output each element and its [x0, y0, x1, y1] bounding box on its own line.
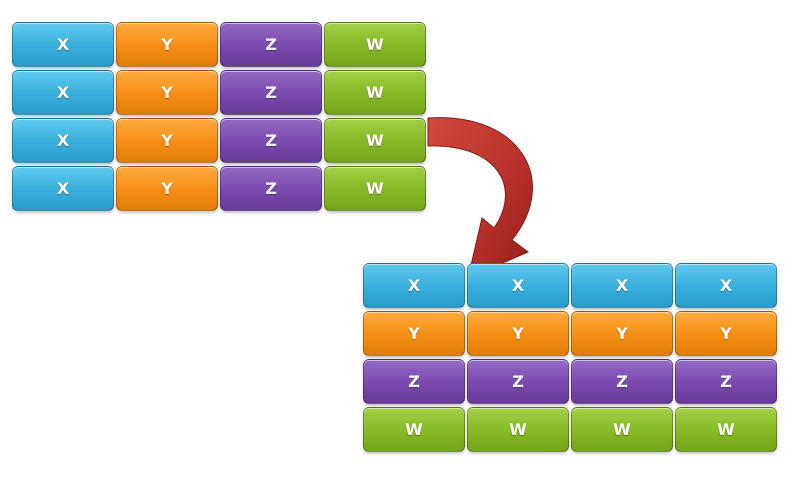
- cell-z: Z: [220, 118, 322, 163]
- cell-w: W: [324, 166, 426, 211]
- cell-y: Y: [116, 70, 218, 115]
- cell-w: W: [363, 407, 465, 452]
- cell-y: Y: [467, 311, 569, 356]
- cell-w: W: [467, 407, 569, 452]
- cell-w: W: [324, 22, 426, 67]
- cell-z: Z: [467, 359, 569, 404]
- cell-y: Y: [116, 22, 218, 67]
- cell-z: Z: [571, 359, 673, 404]
- cell-w: W: [571, 407, 673, 452]
- cell-x: X: [12, 118, 114, 163]
- cell-z: Z: [220, 166, 322, 211]
- cell-x: X: [12, 70, 114, 115]
- cell-y: Y: [116, 118, 218, 163]
- cell-z: Z: [363, 359, 465, 404]
- cell-x: X: [467, 263, 569, 308]
- cell-y: Y: [116, 166, 218, 211]
- cell-w: W: [324, 118, 426, 163]
- cell-y: Y: [571, 311, 673, 356]
- cell-z: Z: [675, 359, 777, 404]
- cell-x: X: [571, 263, 673, 308]
- cell-x: X: [12, 22, 114, 67]
- arrow-shape: [427, 117, 533, 279]
- cell-x: X: [12, 166, 114, 211]
- cell-x: X: [675, 263, 777, 308]
- cell-x: X: [363, 263, 465, 308]
- cell-y: Y: [675, 311, 777, 356]
- cell-y: Y: [363, 311, 465, 356]
- cell-z: Z: [220, 22, 322, 67]
- cell-w: W: [675, 407, 777, 452]
- cell-w: W: [324, 70, 426, 115]
- cell-z: Z: [220, 70, 322, 115]
